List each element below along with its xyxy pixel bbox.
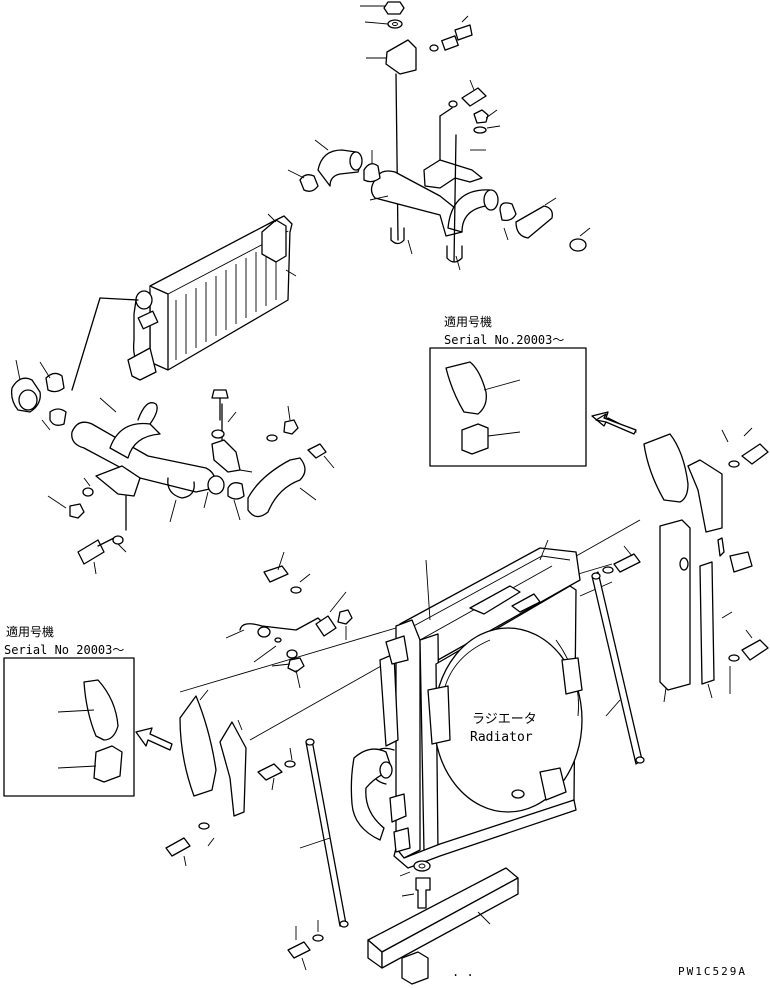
inset-left: 適用号機 Serial No 20003～ (3, 624, 135, 797)
inset-right: 適用号機 Serial No.20003～ (429, 314, 587, 467)
bottom-hardware: . . (287, 860, 519, 985)
drawing-code: PW1C529A (678, 965, 747, 978)
radiator-assembly: ラジエータ Radiator (350, 539, 613, 869)
stay-rod-right (591, 571, 645, 765)
arrow-left-inset (135, 727, 173, 751)
radiator-label-ja: ラジエータ (472, 712, 537, 727)
left-side-seals (179, 689, 247, 817)
radiator-label-en: Radiator (470, 730, 533, 745)
top-hardware-stack (360, 1, 501, 245)
inset-left-title: 適用号機 (6, 624, 54, 639)
bolts-left-middle (165, 747, 296, 867)
arrow-right-inset (591, 411, 637, 435)
inset-left-serial: Serial No 20003～ (4, 643, 124, 657)
upper-intercooler-pipe (369, 107, 591, 271)
upper-elbow-hose (287, 139, 381, 192)
bolt-radiator-top (602, 545, 641, 574)
inset-right-serial: Serial No.20003～ (444, 333, 564, 347)
bottom-dots: . . (452, 965, 474, 979)
left-small-hose (10, 359, 67, 431)
intercooler-core (71, 213, 297, 391)
stay-rod-left (299, 738, 349, 928)
inset-right-title: 適用号機 (444, 314, 492, 329)
middle-small-hardware (225, 551, 353, 689)
right-side-seals (643, 427, 769, 703)
lower-intercooler-pipe (47, 389, 335, 575)
